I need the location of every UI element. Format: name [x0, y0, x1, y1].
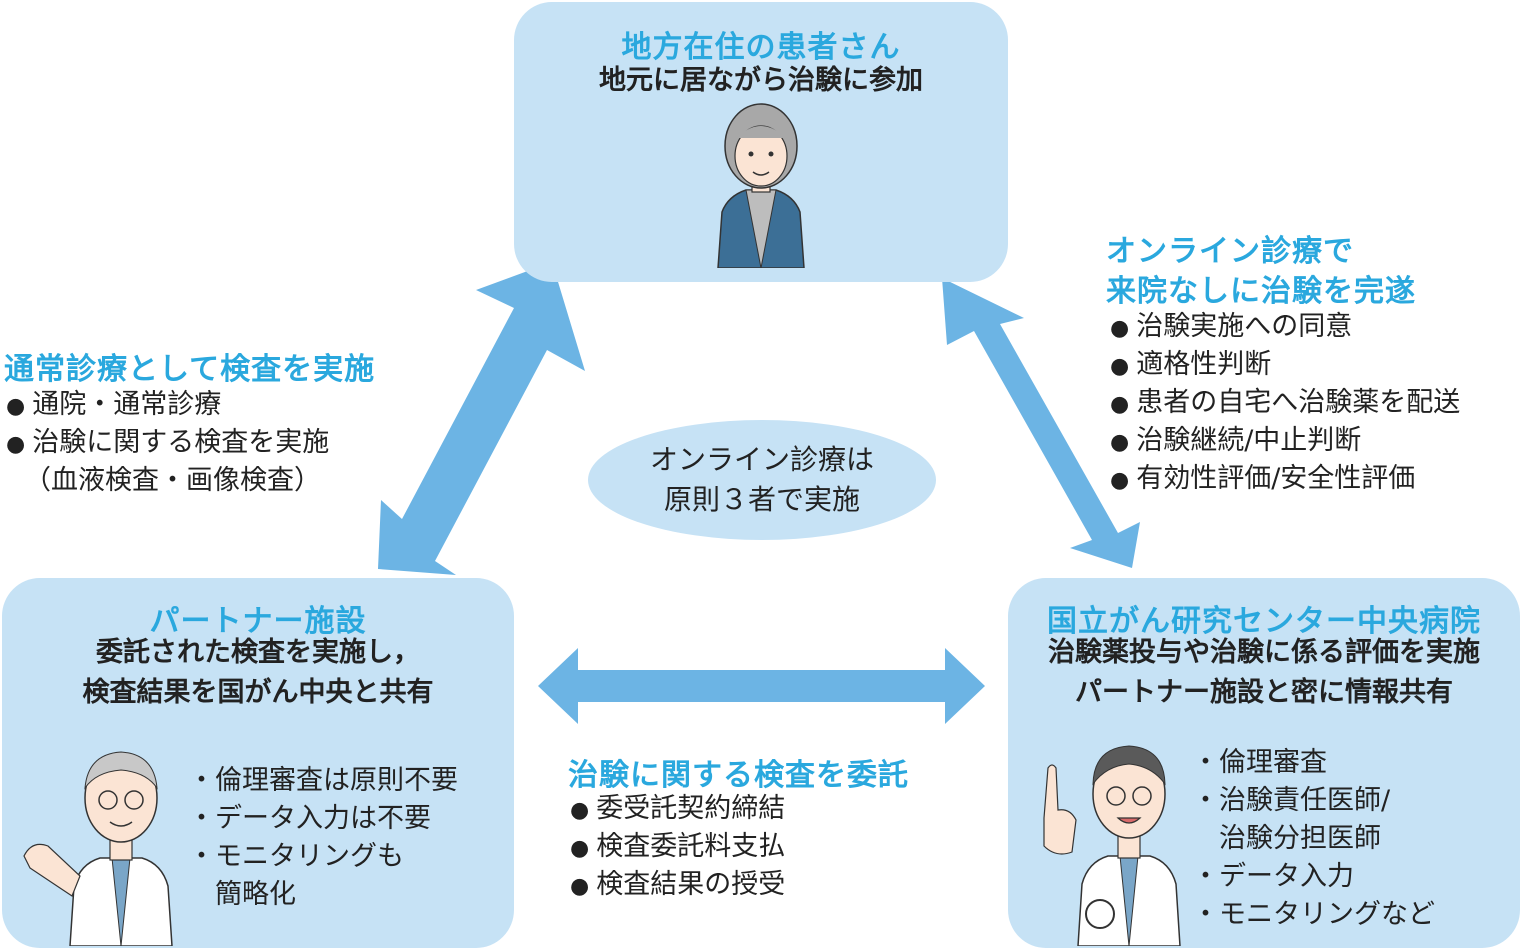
bottom-edge-title: 治験に関する検査を委託	[568, 758, 909, 793]
list-item: 治験継続/中止判断	[1110, 422, 1460, 460]
bottom-edge-list: 委受託契約締結 検査委託料支払 検査結果の授受	[570, 790, 785, 904]
list-item: 検査結果の授受	[570, 866, 785, 904]
list-item: 治験に関する検査を実施	[6, 424, 329, 462]
center-note-line-1: オンライン診療は	[649, 443, 874, 476]
list-item: 有効性評価/安全性評価	[1110, 460, 1460, 498]
list-item: （血液検査・画像検査）	[24, 465, 321, 496]
left-edge-list: 通院・通常診療 治験に関する検査を実施 （血液検査・画像検査）	[6, 386, 329, 500]
center-note-line-2: 原則３者で実施	[663, 483, 860, 516]
arrow-patient-center	[942, 278, 1140, 568]
right-edge-list: 治験実施への同意 適格性判断 患者の自宅へ治験薬を配送 治験継続/中止判断 有効…	[1110, 308, 1460, 498]
patient-subtitle: 地元に居ながら治験に参加	[599, 65, 923, 96]
partner-title: パートナー施設	[149, 604, 367, 639]
partner-subtitle-line-1: 委託された検査を実施し，	[96, 637, 420, 668]
partner-subtitle-line-2: 検査結果を国がん中央と共有	[82, 677, 434, 708]
list-item: データ入力	[1192, 858, 1435, 896]
center-title: 国立がん研究センター中央病院	[1047, 604, 1481, 639]
left-edge-title: 通常診療として検査を実施	[4, 352, 376, 387]
center-note-ellipse: オンライン診療は 原則３者で実施	[588, 420, 936, 540]
right-edge-title-line-2: 来院なしに治験を完遂	[1106, 274, 1416, 309]
doctor-pointing-illustration-icon	[1043, 745, 1181, 946]
arrow-patient-partner	[378, 262, 585, 575]
patient-illustration-icon	[717, 103, 805, 268]
list-item: 簡略化	[215, 879, 296, 910]
list-item: 治験責任医師/	[1192, 782, 1435, 820]
list-item: 患者の自宅へ治験薬を配送	[1110, 384, 1460, 422]
center-subtitle-line-1: 治験薬投与や治験に係る評価を実施	[1048, 637, 1480, 668]
list-item: モニタリングも	[188, 838, 458, 876]
list-item: 治験実施への同意	[1110, 308, 1460, 346]
doctor-illustration-icon	[23, 751, 173, 946]
list-item: 適格性判断	[1110, 346, 1460, 384]
list-item: 治験分担医師	[1219, 823, 1381, 854]
arrow-partner-center	[538, 648, 985, 724]
list-item: 倫理審査	[1192, 744, 1435, 782]
list-item: 通院・通常診療	[6, 386, 329, 424]
list-item: モニタリングなど	[1192, 896, 1435, 934]
center-subtitle-line-2: パートナー施設と密に情報共有	[1075, 677, 1453, 708]
list-item: 倫理審査は原則不要	[188, 762, 458, 800]
list-item: 委受託契約締結	[570, 790, 785, 828]
center-list: 倫理審査 治験責任医師/ 治験分担医師 データ入力 モニタリングなど	[1192, 744, 1435, 934]
right-edge-title-line-1: オンライン診療で	[1106, 234, 1354, 269]
list-item: データ入力は不要	[188, 800, 458, 838]
partner-list: 倫理審査は原則不要 データ入力は不要 モニタリングも 簡略化	[188, 762, 458, 914]
patient-title: 地方在住の患者さん	[621, 30, 901, 65]
list-item: 検査委託料支払	[570, 828, 785, 866]
